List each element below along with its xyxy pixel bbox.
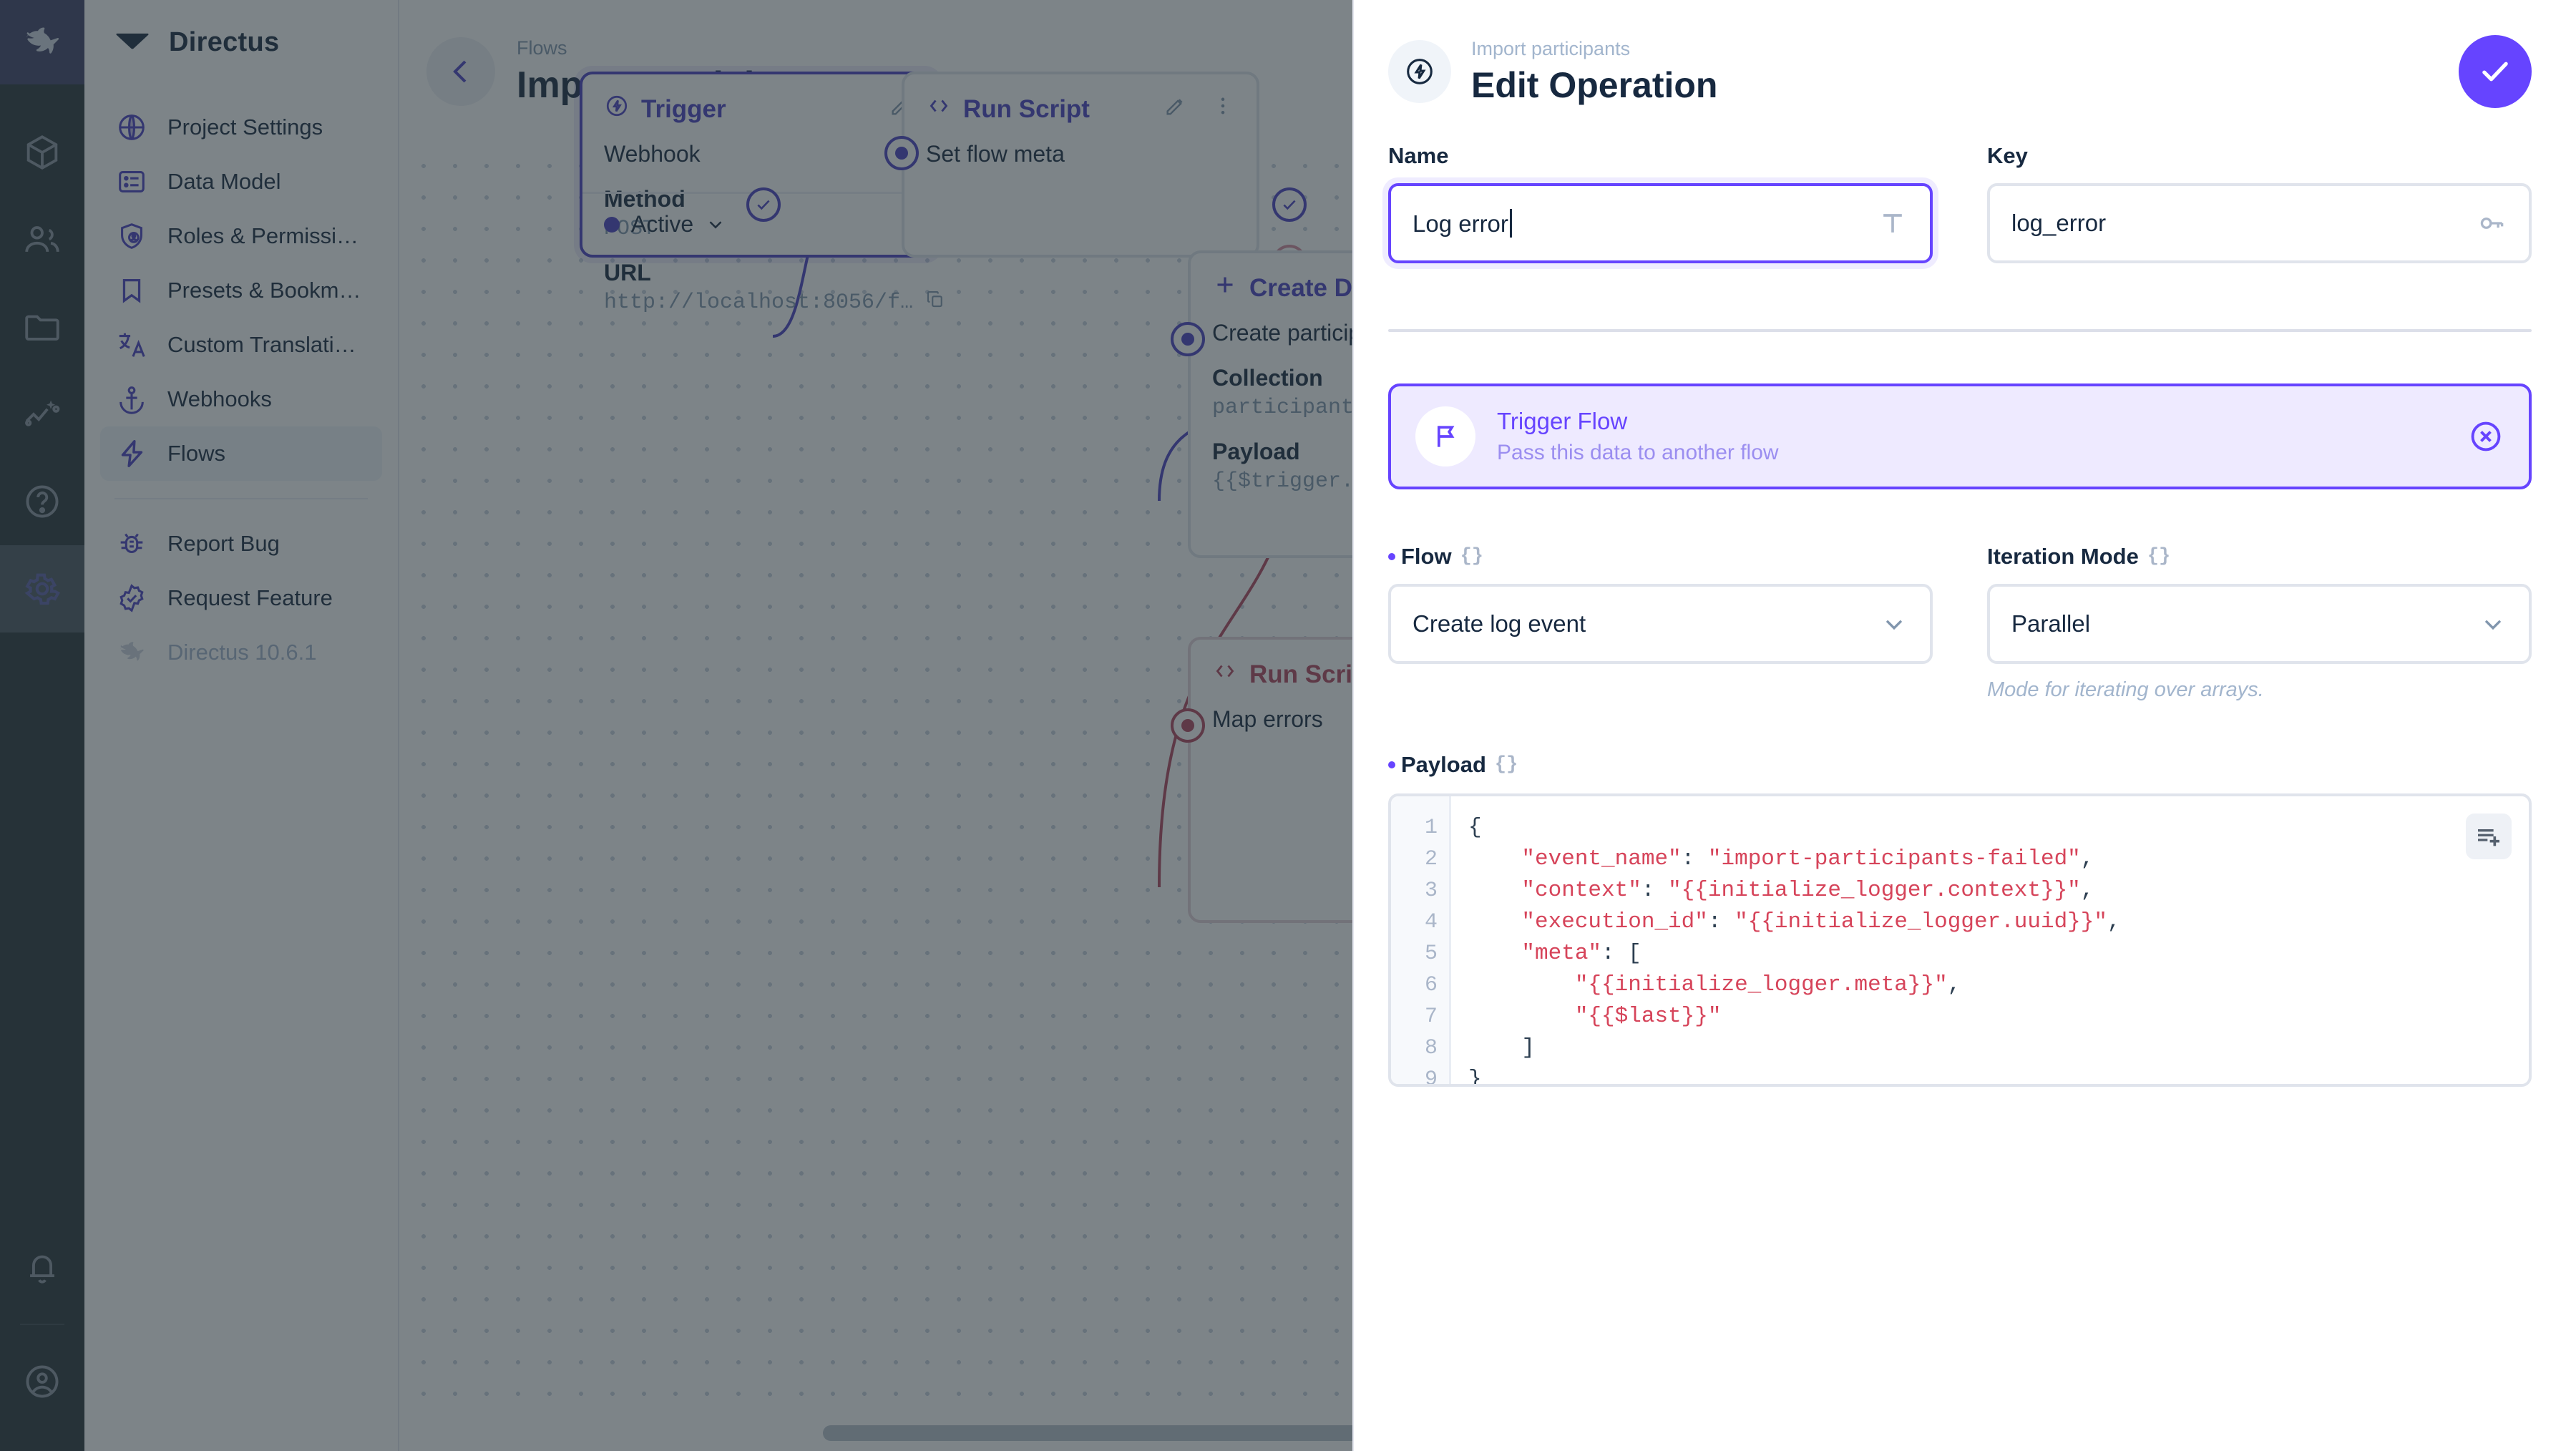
name-input[interactable]: Log error	[1388, 183, 1933, 263]
line-number-gutter: 1 2 3 4 5 6 7 8 9	[1391, 796, 1451, 1084]
payload-code-editor[interactable]: 1 2 3 4 5 6 7 8 9 { "event_name": "impor…	[1388, 793, 2532, 1087]
clear-operation-button[interactable]	[2467, 418, 2504, 455]
flag-icon	[1415, 406, 1475, 466]
drawer-title: Edit Operation	[1471, 64, 1718, 105]
key-input-value: log_error	[2011, 210, 2107, 236]
braces-indicator: {}	[1494, 754, 1518, 776]
line-number: 2	[1424, 847, 1438, 871]
insert-variable-icon	[2478, 829, 2499, 846]
chevron-down-icon	[1885, 620, 1903, 630]
bolt-circle-icon	[1388, 40, 1451, 103]
drawer-header: Import participants Edit Operation	[1354, 0, 2576, 143]
flow-select-value: Create log event	[1413, 610, 1586, 637]
payload-code-text[interactable]: { "event_name": "import-participants-fai…	[1468, 815, 2121, 1087]
line-number: 1	[1424, 816, 1438, 840]
line-number: 8	[1424, 1036, 1438, 1060]
key-icon	[2476, 207, 2507, 239]
key-field-group: Key log_error	[1987, 143, 2532, 263]
drawer-header-text: Import participants Edit Operation	[1471, 38, 2459, 106]
key-input[interactable]: log_error	[1987, 183, 2532, 263]
key-label: Key	[1987, 143, 2028, 168]
payload-field-group: Payload {} 1 2 3 4 5 6 7 8	[1388, 752, 2532, 1087]
name-input-value: Log error	[1413, 209, 1867, 238]
edit-operation-drawer: Import participants Edit Operation Name …	[1352, 0, 2576, 1451]
operation-type-card[interactable]: Trigger Flow Pass this data to another f…	[1388, 383, 2532, 489]
iteration-label: Iteration Mode {}	[1987, 544, 2171, 569]
section-divider	[1388, 329, 2532, 332]
check-icon	[2482, 62, 2508, 82]
text-caret	[1509, 209, 1512, 238]
line-number: 6	[1424, 973, 1438, 997]
flow-field-group: Flow {} Create log event	[1388, 544, 1933, 702]
line-number: 7	[1424, 1005, 1438, 1029]
iteration-hint: Mode for iterating over arrays.	[1987, 678, 2264, 701]
iteration-select[interactable]: Parallel	[1987, 584, 2532, 664]
drawer-body: Name Log error Key log_error	[1354, 143, 2576, 1087]
name-key-row: Name Log error Key log_error	[1388, 143, 2532, 263]
line-number: 3	[1424, 879, 1438, 903]
flow-label: Flow {}	[1388, 544, 1933, 570]
line-number: 9	[1424, 1068, 1438, 1087]
modal-overlay[interactable]	[0, 0, 1352, 1451]
name-label: Name	[1388, 143, 1449, 168]
close-circle-icon	[2471, 421, 2501, 451]
operation-type-text: Trigger Flow Pass this data to another f…	[1497, 408, 2446, 465]
flow-select[interactable]: Create log event	[1388, 584, 1933, 664]
insert-variable-button[interactable]	[2466, 814, 2512, 859]
text-format-icon	[1877, 207, 1908, 239]
chevron-down-icon	[2484, 620, 2502, 630]
braces-indicator: {}	[1460, 546, 1484, 567]
flow-iteration-row: Flow {} Create log event Iteration Mode …	[1388, 544, 2532, 702]
payload-label: Payload {}	[1388, 752, 2532, 778]
save-button[interactable]	[2459, 35, 2532, 108]
braces-indicator: {}	[2147, 546, 2171, 567]
name-field-group: Name Log error	[1388, 143, 1933, 263]
operation-type-title: Trigger Flow	[1497, 408, 1628, 434]
line-number: 5	[1424, 942, 1438, 966]
drawer-breadcrumb: Import participants	[1471, 37, 1631, 59]
operation-type-subtitle: Pass this data to another flow	[1497, 441, 1779, 464]
iteration-select-value: Parallel	[2011, 610, 2091, 637]
iteration-field-group: Iteration Mode {} Parallel Mode for iter…	[1987, 544, 2532, 702]
line-number: 4	[1424, 910, 1438, 934]
